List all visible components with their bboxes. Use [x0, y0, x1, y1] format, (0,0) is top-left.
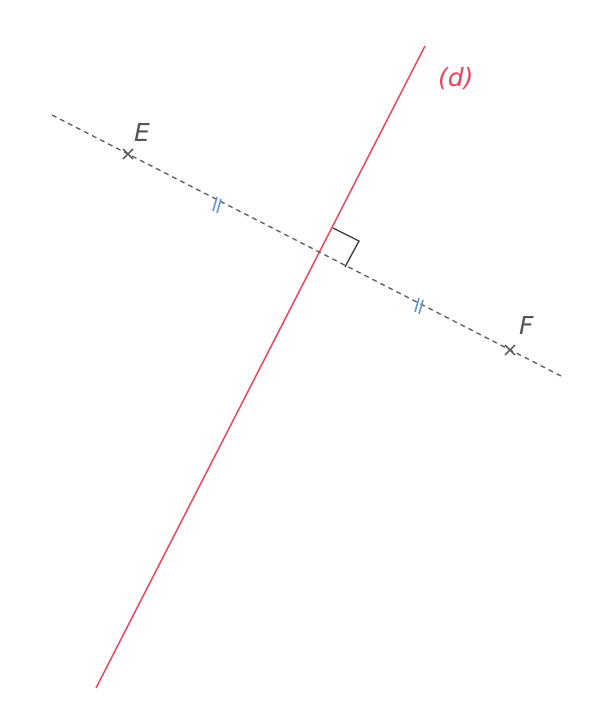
equal-length-mark-ei — [212, 196, 222, 214]
point-e-marker — [122, 148, 134, 160]
segment-ef-dashed — [51, 114, 564, 378]
line-d-label: (d) — [438, 63, 473, 92]
point-f-label: F — [519, 311, 534, 340]
point-e-label: E — [134, 118, 150, 147]
right-angle-marker — [332, 227, 360, 268]
line-d — [95, 45, 426, 689]
equal-length-mark-if — [414, 297, 424, 315]
point-f-marker — [504, 344, 516, 356]
